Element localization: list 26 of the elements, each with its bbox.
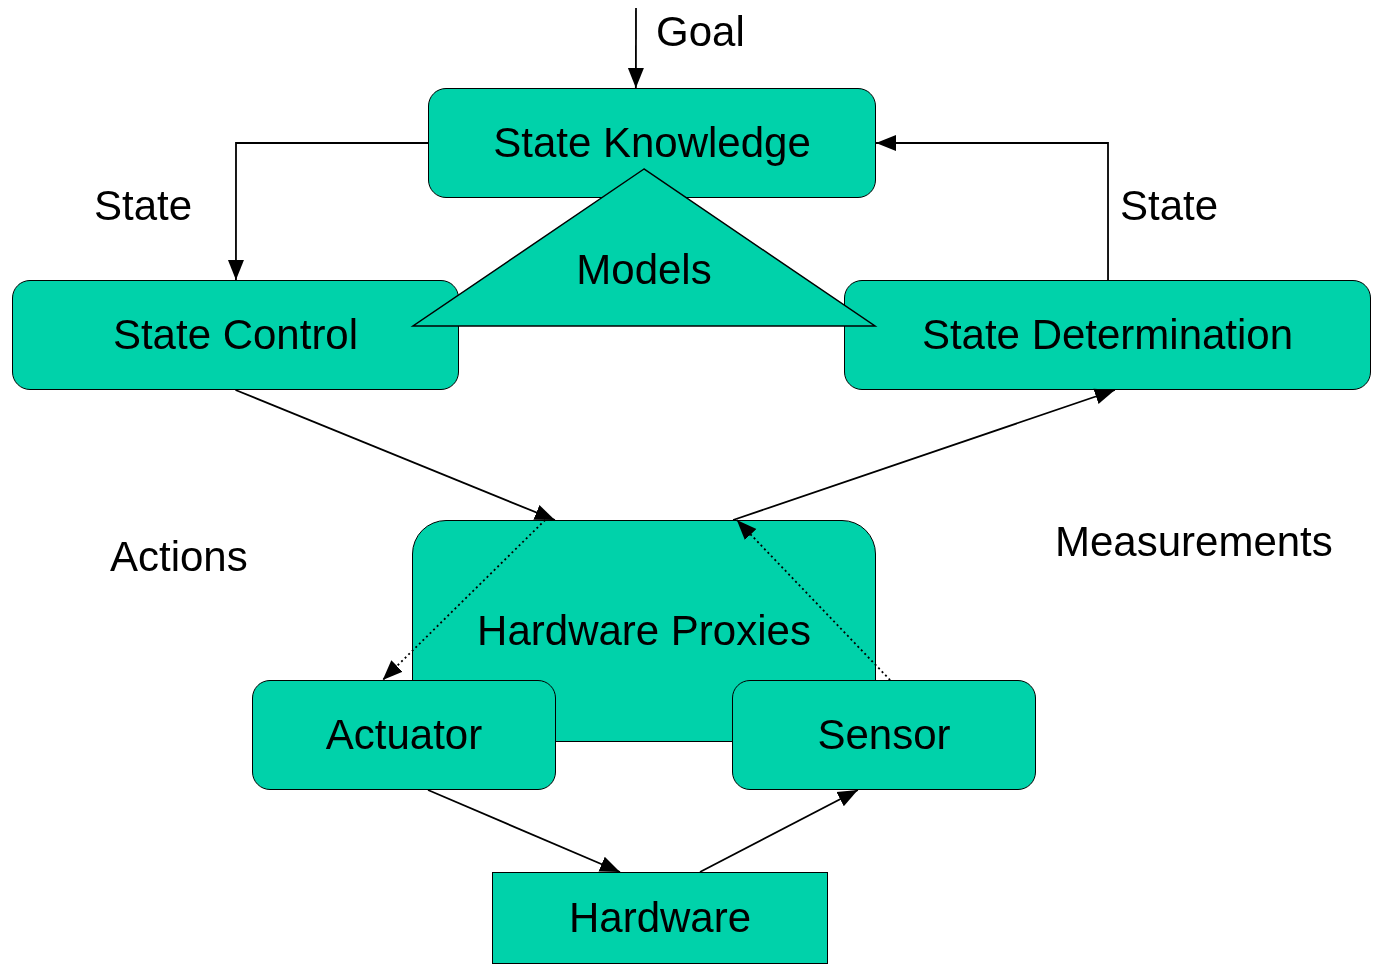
node-label: Hardware Proxies: [477, 606, 811, 656]
process-box: [492, 872, 828, 964]
arrow: [227, 142, 429, 281]
node-label: State Determination: [921, 310, 1294, 360]
annotation-label: Actions: [110, 533, 248, 582]
rounded-box: [844, 280, 1371, 390]
arrow: [627, 7, 644, 89]
arrow: [234, 389, 556, 521]
arrow: [875, 135, 1109, 281]
node-label: State Knowledge: [493, 118, 811, 168]
rounded-box: [732, 680, 1036, 790]
node-label: State Control: [112, 310, 359, 360]
node-label: Hardware: [568, 893, 752, 943]
rounded-box: [12, 280, 459, 390]
arrow: [427, 789, 621, 873]
node-label: Actuator: [325, 710, 483, 760]
rounded-box: [428, 88, 876, 198]
annotation-label: Measurements: [1055, 518, 1333, 567]
rounded-box: [252, 680, 556, 790]
arrow: [735, 519, 891, 681]
arrow: [732, 388, 1116, 521]
triangle-node: [412, 168, 876, 327]
arrow: [381, 519, 547, 681]
node-label: Models: [576, 246, 712, 295]
node-label: Sensor: [817, 710, 951, 760]
arrow: [699, 789, 859, 873]
